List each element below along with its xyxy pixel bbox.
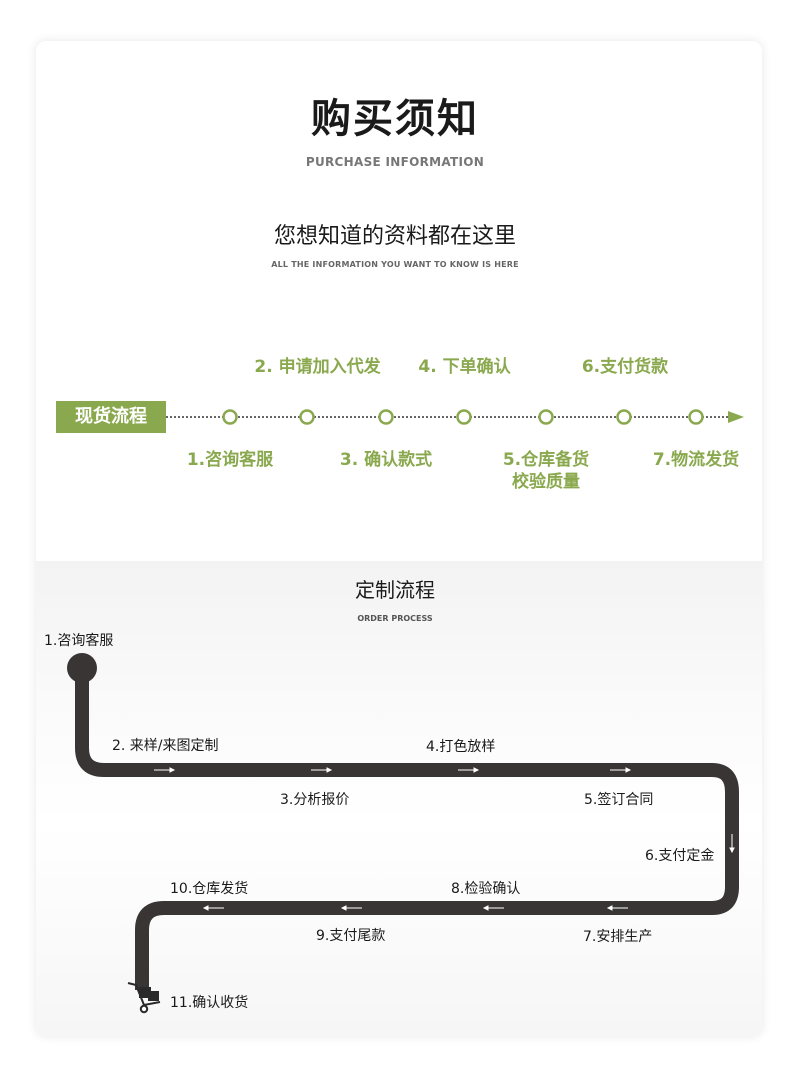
stock-step-7: 7.物流发货 [652, 450, 740, 470]
road-arrow-head-icon [729, 847, 735, 854]
page-subtitle-en: ALL THE INFORMATION YOU WANT TO KNOW IS … [271, 260, 519, 269]
order-step-3: 3.分析报价 [280, 792, 350, 808]
road-arrow-head-icon [482, 905, 489, 911]
order-step-8: 8.检验确认 [451, 881, 521, 897]
timeline-arrow-icon [728, 411, 744, 423]
order-step-5: 5.签订合同 [584, 792, 654, 808]
road-arrow-head-icon [606, 905, 613, 911]
timeline-node [688, 409, 704, 425]
road-arrow-head-icon [169, 767, 176, 773]
timeline-node [222, 409, 238, 425]
order-step-1: 1.咨询客服 [44, 633, 114, 649]
road-start-dot [67, 653, 97, 683]
road-arrow-head-icon [473, 767, 480, 773]
order-step-9: 9.支付尾款 [316, 928, 386, 944]
order-step-11: 11.确认收货 [170, 995, 249, 1011]
info-card [36, 41, 762, 1036]
card-bottom-bg [36, 561, 762, 1036]
order-step-2: 2. 来样/来图定制 [112, 738, 219, 754]
timeline-node [538, 409, 554, 425]
stock-step-6: 6.支付货款 [581, 357, 669, 377]
stock-step-5-line2: 校验质量 [512, 472, 580, 492]
stock-step-4: 4. 下单确认 [418, 357, 511, 377]
order-process-title: 定制流程 [355, 578, 435, 602]
stock-process-label: 现货流程 [56, 401, 166, 433]
order-process-title-en: ORDER PROCESS [357, 614, 433, 623]
stock-step-3: 3. 确认款式 [339, 450, 433, 470]
road-arrow-head-icon [326, 767, 333, 773]
order-step-10: 10.仓库发货 [170, 881, 249, 897]
timeline-node [378, 409, 394, 425]
page-title: 购买须知 [311, 96, 479, 142]
road-arrow-head-icon [340, 905, 347, 911]
road-arrow-head-icon [625, 767, 632, 773]
timeline-node [616, 409, 632, 425]
stock-step-5: 5.仓库备货 [502, 450, 590, 470]
timeline-node [299, 409, 315, 425]
order-step-4: 4.打色放样 [426, 739, 496, 755]
road-arrow-head-icon [202, 905, 209, 911]
order-step-7: 7.安排生产 [583, 929, 653, 945]
page-subtitle: 您想知道的资料都在这里 [273, 224, 516, 249]
page-title-en: PURCHASE INFORMATION [305, 155, 485, 169]
order-step-6: 6.支付定金 [645, 848, 715, 864]
hand-truck-icon [127, 982, 161, 1014]
stock-step-1: 1.咨询客服 [186, 450, 274, 470]
timeline-node [456, 409, 472, 425]
stock-step-2: 2. 申请加入代发 [254, 357, 381, 377]
